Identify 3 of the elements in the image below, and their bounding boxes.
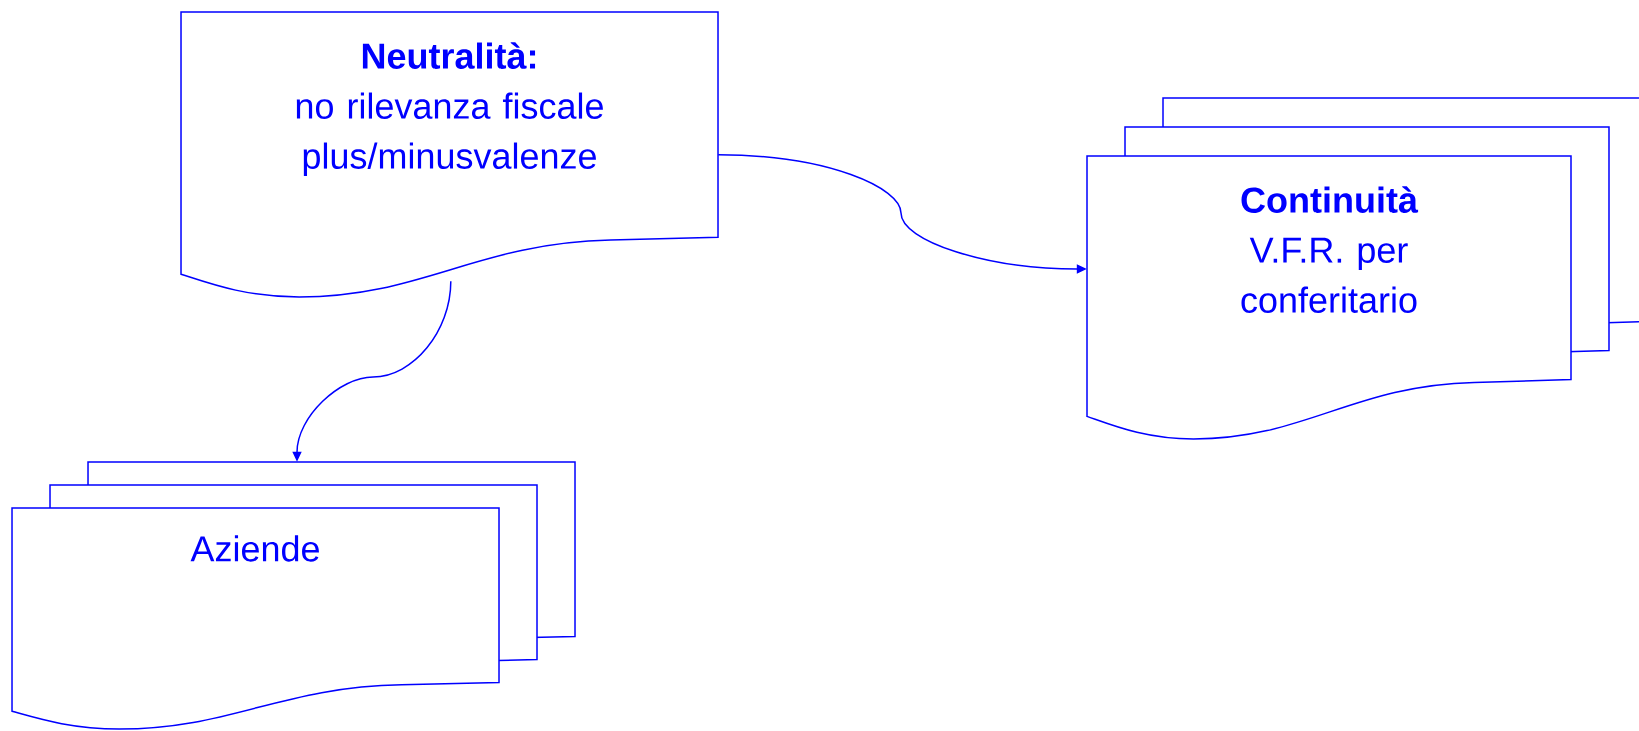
document-box: Continuità V.F.R. per conferitario <box>1086 97 1639 440</box>
document-box: Neutralità: no rilevanza fiscale plus/minusvalenze <box>180 11 719 298</box>
document-box: Aziende <box>11 461 576 730</box>
